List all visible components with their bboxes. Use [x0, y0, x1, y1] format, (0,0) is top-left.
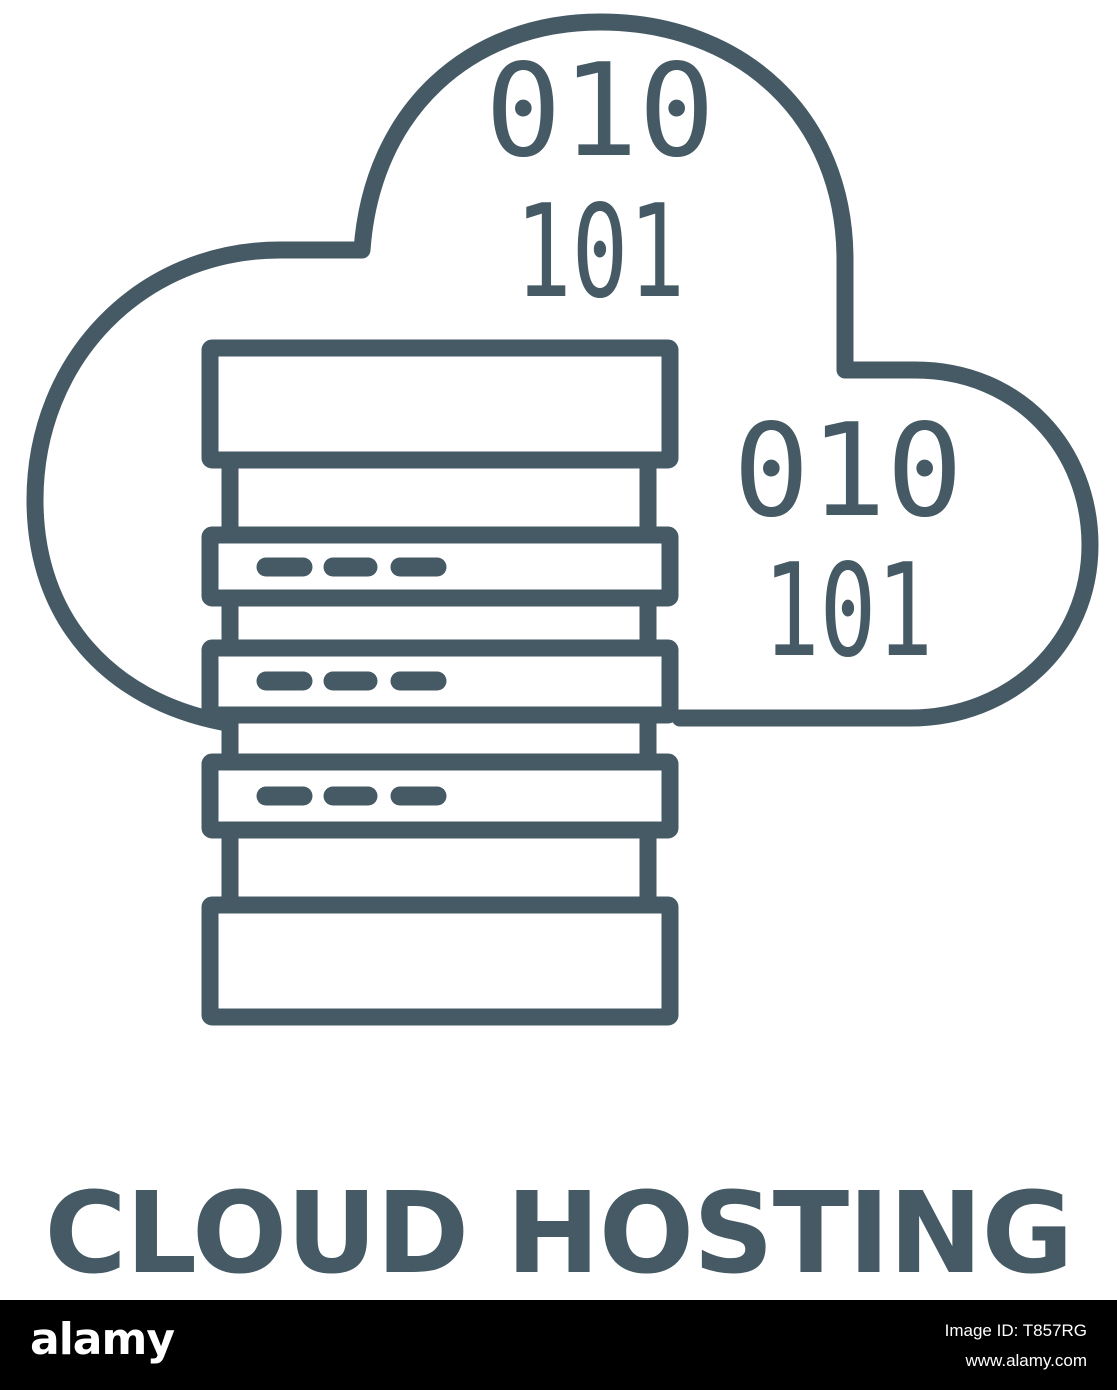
watermark-logo: alamy [30, 1314, 175, 1365]
cloud-hosting-illustration: 010 101 010 101 [26, 13, 1099, 1026]
watermark-site: www.alamy.com [965, 1351, 1087, 1370]
cloud-hosting-icon: 010 101 010 101 [26, 13, 1099, 1026]
server-indicator-lights [256, 557, 447, 806]
binary-upper-top: 010 [485, 37, 715, 186]
icon-caption: CLOUD HOSTING [44, 1169, 1073, 1299]
server-base [201, 896, 679, 1026]
binary-upper-bottom: 101 [515, 178, 685, 327]
watermark-bar [0, 1300, 1117, 1390]
server-rack-icon [201, 339, 679, 1026]
server-unit-1 [201, 526, 679, 607]
cloud-outline-icon [26, 13, 1099, 731]
binary-right-top: 010 [733, 397, 963, 546]
watermark-info: Image ID: T857RG www.alamy.com [945, 1316, 1087, 1376]
binary-right-bottom: 101 [763, 537, 933, 686]
server-unit-2 [201, 639, 679, 724]
watermark-image-id: Image ID: T857RG [944, 1321, 1087, 1340]
server-unit-3 [201, 753, 679, 839]
server-top-cap [201, 339, 679, 469]
